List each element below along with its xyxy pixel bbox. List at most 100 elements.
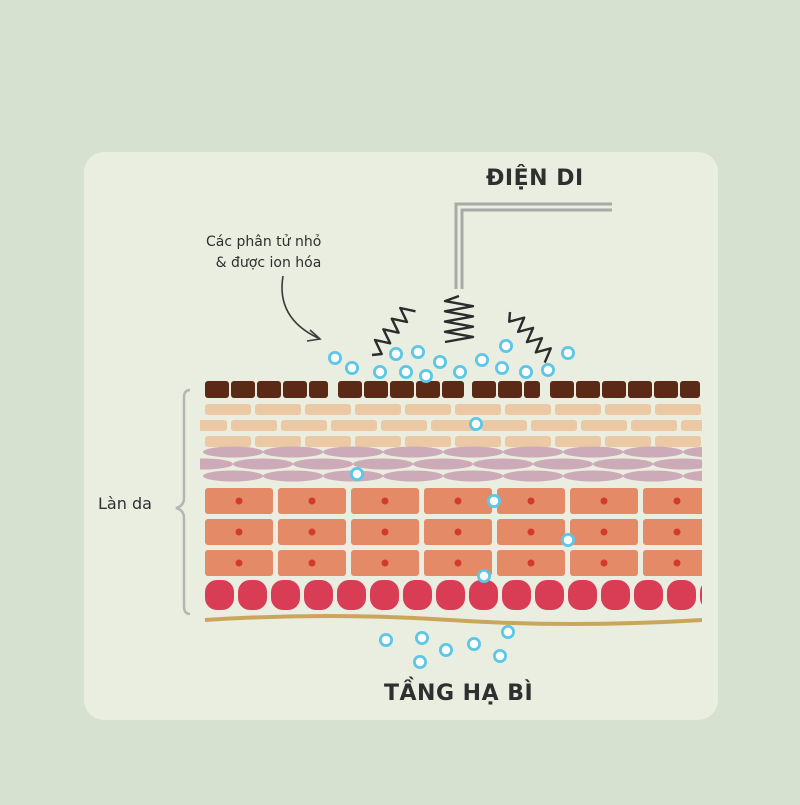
cell-nucleus (308, 528, 316, 536)
spinous-cell (200, 458, 233, 470)
corneum-cell (576, 381, 600, 398)
spinous-cell (623, 446, 683, 458)
corneum-cell (628, 381, 652, 398)
ion-particle-icon (412, 655, 427, 670)
granular-cell (305, 404, 351, 415)
ion-group (327, 338, 576, 670)
corneum-cell (283, 381, 307, 398)
ion-particle-icon (414, 631, 429, 646)
red-cell (535, 580, 564, 610)
corneum-cell (680, 381, 700, 398)
granular-cell (205, 404, 251, 415)
ion-particle-icon (541, 362, 556, 377)
granular-cell (555, 436, 601, 447)
panel-background (84, 152, 718, 720)
red-cell (436, 580, 465, 610)
cell-nucleus (454, 528, 462, 536)
dermis-line (204, 614, 702, 626)
granular-cell (281, 420, 327, 431)
basal-cell (643, 550, 702, 576)
red-cell (337, 580, 366, 610)
curved-arrow-head (306, 329, 322, 342)
corneum-cell (257, 381, 281, 398)
cell-nucleus (454, 497, 462, 505)
granular-layer (200, 404, 702, 447)
spinous-cell (293, 458, 353, 470)
granular-cell (555, 404, 601, 415)
spinous-cell (353, 458, 413, 470)
spinous-cell (383, 446, 443, 458)
ion-particle-icon (410, 344, 425, 359)
ion-particle-icon (474, 352, 489, 367)
granular-cell (355, 436, 401, 447)
basal-cell (643, 519, 702, 545)
granular-cell (655, 436, 701, 447)
cell-nucleus (308, 559, 316, 567)
red-cell (271, 580, 300, 610)
corneum-cell (416, 381, 440, 398)
granular-cell (455, 404, 501, 415)
granular-cell (605, 404, 651, 415)
ion-particle-icon (344, 360, 359, 375)
cell-nucleus (235, 528, 243, 536)
granular-cell (255, 404, 301, 415)
granular-cell (531, 420, 577, 431)
spinous-cell (263, 446, 323, 458)
cell-nucleus (308, 497, 316, 505)
spinous-cell (323, 446, 383, 458)
granular-cell (200, 420, 227, 431)
corneum-cell (390, 381, 414, 398)
spinous-cell (443, 446, 503, 458)
corneum-cell (205, 381, 229, 398)
red-cell (700, 585, 702, 605)
ion-particle-icon (486, 493, 501, 508)
red-cell (568, 580, 597, 610)
granular-cell (581, 420, 627, 431)
title-dien-di: ĐIỆN DI (486, 166, 584, 191)
granular-cell (481, 420, 527, 431)
ion-particle-icon (476, 569, 491, 584)
spinous-cell (593, 458, 653, 470)
spinous-cell (683, 470, 702, 482)
granular-cell (331, 420, 377, 431)
cell-nucleus (381, 497, 389, 505)
ion-particle-icon (372, 364, 387, 379)
granular-cell (381, 420, 427, 431)
spinous-cell (473, 458, 533, 470)
granular-cell (231, 420, 277, 431)
red-cell (634, 580, 663, 610)
spinous-cell (203, 446, 263, 458)
ion-particle-icon (398, 364, 413, 379)
spinous-cell (503, 446, 563, 458)
red-cell (667, 580, 696, 610)
ion-particle-icon (349, 466, 364, 481)
granular-cell (355, 404, 401, 415)
corneum-cell (472, 381, 496, 398)
granular-cell (205, 436, 251, 447)
cell-nucleus (381, 528, 389, 536)
corneum-cell (602, 381, 626, 398)
red-cell (370, 580, 399, 610)
spinous-cell (563, 446, 623, 458)
ion-particle-icon (418, 368, 433, 383)
ion-particle-icon (452, 364, 467, 379)
corneum-cell (231, 381, 255, 398)
cell-nucleus (527, 559, 535, 567)
spinous-cell (653, 458, 702, 470)
spinous-cell (563, 470, 623, 482)
red-cell-layer (205, 580, 702, 610)
brace-icon (175, 388, 191, 616)
granular-cell (631, 420, 677, 431)
wave-icon (508, 311, 552, 364)
cell-nucleus (673, 528, 681, 536)
granular-cell (255, 436, 301, 447)
title-tang-ha-bi: TẦNG HẠ BÌ (384, 681, 534, 706)
corneum-cell (524, 381, 540, 398)
basal-cell (643, 488, 702, 514)
granular-cell (455, 436, 501, 447)
granular-cell (405, 404, 451, 415)
cell-nucleus (600, 559, 608, 567)
red-cell (469, 580, 498, 610)
spinous-cell (683, 446, 702, 458)
